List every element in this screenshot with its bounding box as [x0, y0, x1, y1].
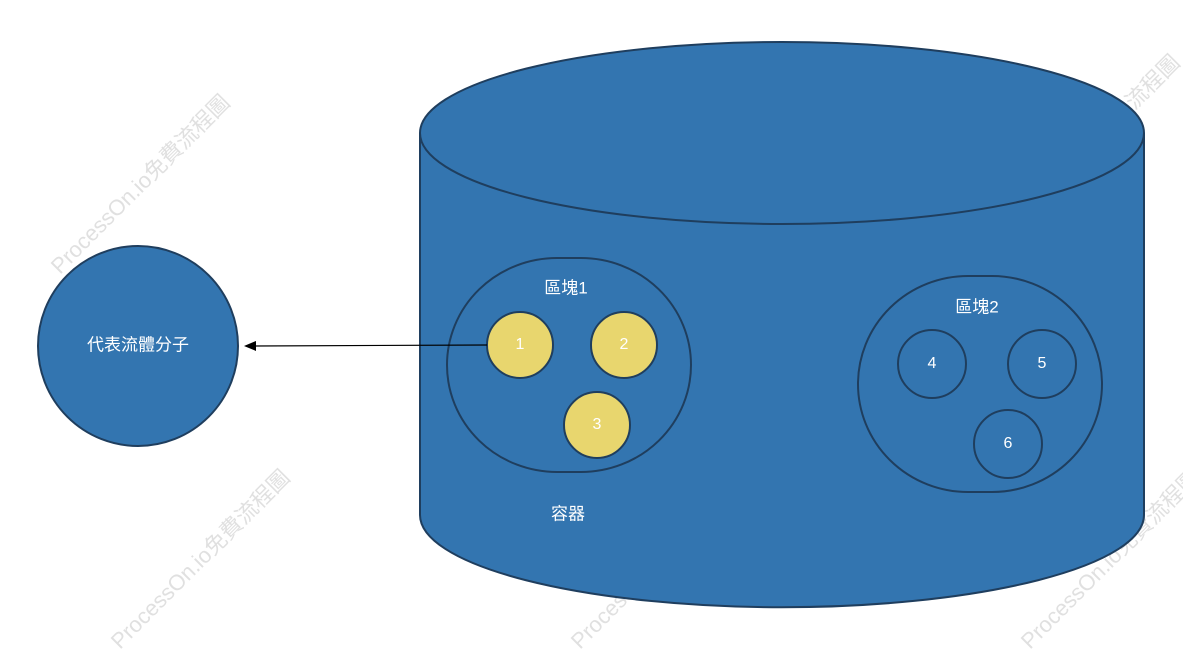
block-2-label: 區塊2 — [955, 297, 998, 316]
container-label: 容器 — [551, 504, 585, 523]
arrow-connector[interactable] — [244, 340, 488, 351]
cylinder-top — [419, 41, 1145, 225]
block-1-label: 區塊1 — [544, 278, 587, 297]
particle-1[interactable]: 1 — [486, 311, 554, 379]
particle-4-label: 4 — [928, 355, 937, 372]
particle-6-label: 6 — [1004, 435, 1013, 452]
molecule-node[interactable]: 代表流體分子 — [37, 245, 239, 447]
particle-4[interactable]: 4 — [897, 329, 967, 399]
block-2[interactable]: 區塊2 4 5 6 — [857, 275, 1103, 493]
particle-5-label: 5 — [1038, 355, 1047, 372]
molecule-circle — [37, 245, 239, 447]
particle-3[interactable]: 3 — [563, 391, 631, 459]
watermark-text: ProcessOn.io免費流程圖 — [106, 465, 295, 649]
particle-2-label: 2 — [620, 336, 629, 353]
particle-1-label: 1 — [516, 336, 525, 353]
block-1[interactable]: 區塊1 1 2 3 — [446, 257, 692, 473]
molecule-label: 代表流體分子 — [87, 335, 189, 354]
particle-2[interactable]: 2 — [590, 311, 658, 379]
particle-6[interactable]: 6 — [973, 409, 1043, 479]
particle-5[interactable]: 5 — [1007, 329, 1077, 399]
particle-3-label: 3 — [593, 416, 602, 433]
